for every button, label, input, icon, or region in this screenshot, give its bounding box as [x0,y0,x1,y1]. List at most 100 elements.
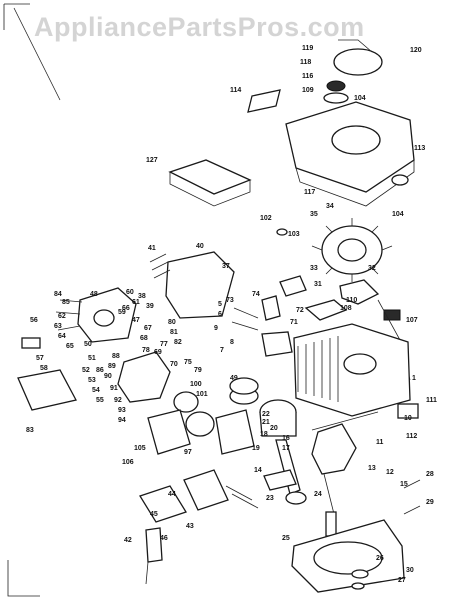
part-callout-26: 26 [376,555,384,562]
part-callout-106: 106 [122,459,134,466]
frame-corner [3,3,30,30]
part-callout-73: 73 [226,297,234,304]
part-callout-54: 54 [92,387,100,394]
part-callout-93: 93 [118,407,126,414]
part-callout-28: 28 [426,471,434,478]
part-callout-33: 33 [310,265,318,272]
air-cleaner-element [147,409,191,455]
crankshaft [311,423,357,475]
part-callout-127: 127 [146,157,158,164]
part-callout-120: 120 [410,47,422,54]
part-callout-108: 108 [340,305,352,312]
part-callout-34: 34 [326,203,334,210]
part-callout-80: 80 [168,319,176,326]
gasket-plate [139,485,187,523]
part-callout-117: 117 [304,189,315,196]
part-callout-50: 50 [84,341,92,348]
tank-mount [391,174,409,186]
part-callout-37: 37 [222,263,230,270]
part-callout-90: 90 [104,373,112,380]
part-callout-114: 114 [230,87,241,94]
part-callout-21: 21 [262,419,270,426]
part-callout-65: 65 [66,343,74,350]
part-callout-7: 7 [220,347,224,354]
part-callout-60: 60 [126,289,134,296]
part-callout-59: 59 [118,309,126,316]
part-callout-8: 8 [230,339,234,346]
part-callout-110: 110 [346,297,357,304]
lever-shaft [145,561,149,585]
part-callout-20: 20 [270,425,278,432]
part-callout-16: 16 [282,435,290,442]
cooling-fins [297,336,339,402]
part-callout-83: 83 [26,427,34,434]
part-callout-52: 52 [82,367,90,374]
part-callout-11: 11 [376,439,384,446]
part-callout-112: 112 [406,433,417,440]
air-cleaner-cartridge [215,409,255,455]
piston-ring [229,377,259,395]
part-callout-92: 92 [114,397,122,404]
part-callout-75: 75 [184,359,192,366]
cylinder-head-shroud [304,299,348,321]
carb-throat [93,309,115,327]
part-callout-89: 89 [108,363,116,370]
part-callout-94: 94 [118,417,126,424]
decal [247,89,281,113]
tank-side [295,160,415,207]
cylinder-bore [343,353,377,375]
part-callout-77: 77 [160,341,168,348]
part-callout-86: 86 [96,367,104,374]
part-callout-101: 101 [196,391,208,398]
intake-bolts [231,307,259,331]
seal [351,569,369,579]
part-callout-85: 85 [62,299,70,306]
screws [225,485,259,509]
reed-plate [183,469,229,511]
part-callout-102: 102 [260,215,272,222]
part-callout-103: 103 [288,231,300,238]
part-callout-79: 79 [194,367,202,374]
part-callout-48: 48 [90,291,98,298]
part-callout-18: 18 [260,431,268,438]
part-callout-71: 71 [290,319,298,326]
part-callout-113: 113 [414,145,425,152]
part-callout-39: 39 [146,303,154,310]
part-callout-67: 67 [144,325,152,332]
breather-filter [397,403,419,419]
part-callout-46: 46 [160,535,168,542]
part-callout-35: 35 [310,211,318,218]
part-callout-12: 12 [386,469,394,476]
part-callout-53: 53 [88,377,96,384]
reed-valve [261,295,281,321]
part-callout-56: 56 [30,317,38,324]
part-callout-88: 88 [112,353,120,360]
part-callout-30: 30 [406,567,414,574]
part-callout-22: 22 [262,411,270,418]
carb-linkage [55,299,83,331]
part-callout-13: 13 [368,465,376,472]
part-callout-42: 42 [124,537,132,544]
washer [351,582,365,590]
part-callout-19: 19 [252,445,260,452]
muffler [165,251,235,319]
part-callout-70: 70 [170,361,178,368]
mounting-plate [17,369,77,411]
choke-plate [21,337,41,349]
diaphragm [173,391,199,413]
spacer [263,469,297,491]
part-callout-78: 78 [142,347,150,354]
part-callout-15: 15 [400,481,408,488]
part-callout-72: 72 [296,307,304,314]
fuel-pump [117,351,171,403]
part-callout-43: 43 [186,523,194,530]
pin [276,228,288,236]
part-callout-118: 118 [300,59,311,66]
part-callout-66: 66 [122,305,130,312]
part-callout-63: 63 [54,323,62,330]
part-callout-68: 68 [140,335,148,342]
part-callout-24: 24 [314,491,322,498]
part-callout-104: 104 [354,95,366,102]
part-callout-14: 14 [254,467,262,474]
